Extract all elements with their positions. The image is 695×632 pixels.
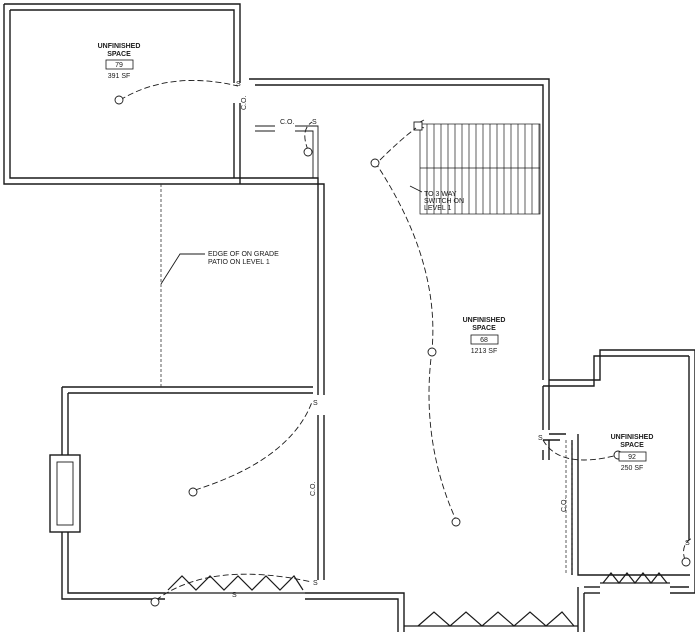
walls	[3, 3, 695, 632]
note-switch: TO 3 WAY SWITCH ON LEVEL 1	[409, 185, 464, 212]
light-fixture-icon	[451, 517, 461, 527]
note-line: LEVEL 1	[424, 205, 451, 212]
switch-marker: S	[313, 400, 318, 407]
room-name: UNFINISHED	[98, 43, 141, 50]
switch-wiring	[119, 79, 693, 601]
light-fixture-icon	[681, 557, 691, 567]
cleanout-label: C.O.	[310, 482, 317, 496]
light-fixture-icon	[427, 347, 437, 357]
light-fixture-icon	[188, 487, 198, 497]
folding-door-right	[600, 572, 670, 584]
light-fixture-icon	[370, 158, 380, 168]
light-fixture-icon	[303, 147, 313, 157]
stairs	[413, 119, 541, 215]
room-name-line2: SPACE	[472, 325, 496, 332]
folding-door-bottom-center	[404, 611, 578, 627]
cleanout-label: C.O.	[561, 498, 568, 512]
folding-door-bottom-left	[165, 575, 305, 594]
switch-marker: S	[685, 540, 690, 547]
room-tag-68: UNFINISHED SPACE 68 1213 SF	[463, 317, 506, 355]
light-fixture-icon	[150, 597, 160, 607]
note-line: EDGE OF ON GRADE	[208, 251, 279, 258]
room-tag-79: UNFINISHED SPACE 79 391 SF	[98, 43, 141, 80]
room-name-line2: SPACE	[107, 51, 131, 58]
room-area: 1213 SF	[471, 348, 497, 355]
room-number: 79	[115, 62, 123, 69]
light-fixtures	[114, 95, 691, 607]
switch-markers: S S S S S S S	[232, 81, 690, 599]
note-line: TO 3 WAY	[424, 191, 457, 198]
light-fixture-icon	[114, 95, 124, 105]
room-number: 68	[480, 337, 488, 344]
room-area: 250 SF	[621, 465, 644, 472]
switch-marker: S	[236, 81, 241, 88]
switch-marker: S	[232, 592, 237, 599]
switch-marker: S	[312, 119, 317, 126]
cleanout-label: C.O.	[280, 119, 294, 126]
room-name: UNFINISHED	[463, 317, 506, 324]
room-area: 391 SF	[108, 73, 131, 80]
room-number: 92	[628, 454, 636, 461]
room-name: UNFINISHED	[611, 434, 654, 441]
cleanout-labels: C.O. C.O. C.O. C.O.	[241, 96, 568, 512]
window	[49, 454, 81, 533]
switch-marker: S	[313, 580, 318, 587]
note-line: SWITCH ON	[424, 198, 464, 205]
cleanout-label: C.O.	[241, 96, 248, 110]
room-name-line2: SPACE	[620, 442, 644, 449]
room-tag-92: UNFINISHED SPACE 92 250 SF	[611, 434, 654, 472]
note-line: PATIO ON LEVEL 1	[208, 259, 270, 266]
switch-marker: S	[538, 435, 543, 442]
note-patio-edge: EDGE OF ON GRADE PATIO ON LEVEL 1	[160, 251, 279, 285]
